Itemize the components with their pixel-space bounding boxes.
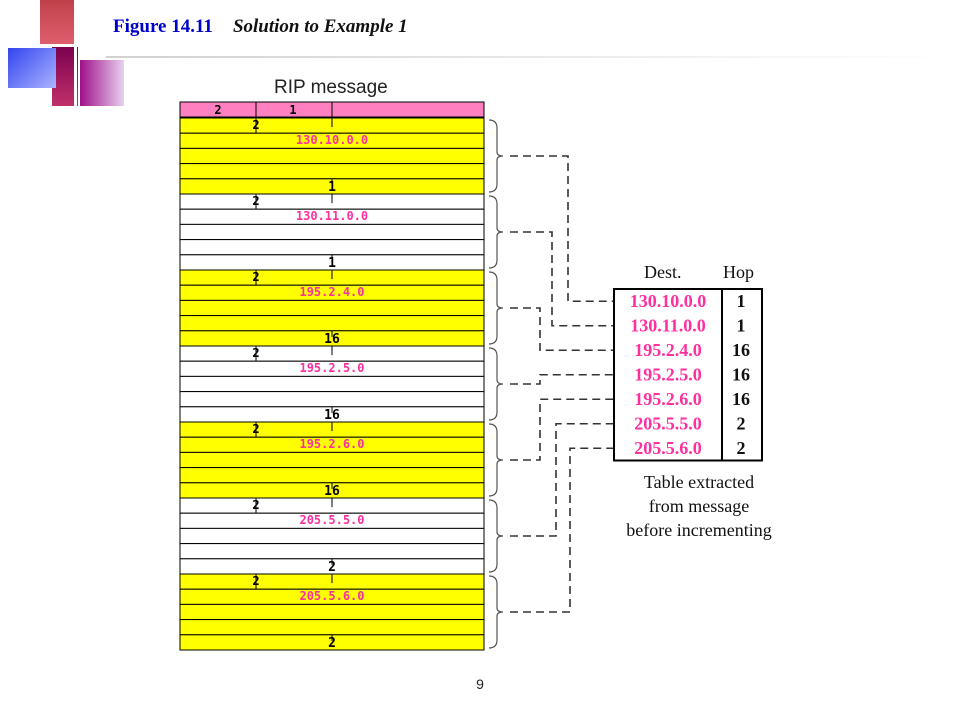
entry-family-value: 2 [252, 422, 259, 436]
entry-family-value: 2 [252, 498, 259, 512]
title-divider [106, 56, 960, 58]
entry-row [179, 543, 485, 560]
entry-metric-value: 16 [324, 332, 340, 347]
table-hop-cell: 16 [732, 365, 750, 385]
dashed-leader-line [510, 155, 614, 303]
entry-metric-value: 1 [328, 256, 336, 271]
table-hop-cell: 16 [732, 340, 750, 360]
entry-metric-value: 16 [324, 484, 340, 499]
entry-metric-value: 2 [328, 560, 336, 575]
entry-address-value: 205.5.6.0 [299, 589, 364, 603]
rip-entry [179, 573, 485, 651]
table-hop-cell: 1 [737, 291, 746, 311]
dashed-leader-line [510, 422, 614, 537]
entry-metric-value: 2 [328, 636, 336, 651]
rip-message-label: RIP message [274, 77, 388, 98]
entry-family-value: 2 [252, 270, 259, 284]
caption-line: Table extracted [643, 472, 755, 492]
dashed-leader-line [510, 373, 614, 385]
table-dest-cell: 205.5.5.0 [634, 414, 702, 434]
entry-brace [488, 423, 504, 497]
rip-entry [179, 193, 485, 271]
entry-address-value: 195.2.6.0 [299, 437, 364, 451]
decor-magenta-block [80, 60, 124, 106]
entry-row [179, 527, 485, 545]
entry-brace [488, 575, 504, 649]
entry-brace [488, 119, 504, 193]
entry-brace [488, 271, 504, 345]
entry-row [179, 299, 485, 317]
dashed-leader-line [510, 307, 614, 352]
entry-row [179, 223, 485, 241]
entry-row [179, 603, 485, 621]
entry-row [179, 147, 485, 165]
entry-brace [488, 195, 504, 269]
entry-row [179, 619, 485, 636]
figure-number: Figure 14.11 [113, 16, 213, 37]
entry-row [179, 239, 485, 256]
caption-line: before incrementing [626, 520, 772, 540]
entry-address-value: 130.10.0.0 [296, 133, 368, 147]
entry-row [179, 375, 485, 393]
rip-entry [179, 497, 485, 575]
decor-white-line-h [0, 44, 130, 47]
table-hop-cell: 2 [737, 438, 746, 458]
entry-row [179, 467, 485, 484]
rip-entry [179, 421, 485, 499]
entry-family-value: 2 [252, 346, 259, 360]
entry-row [179, 451, 485, 469]
table-dest-cell: 130.11.0.0 [630, 316, 706, 336]
entry-address-value: 205.5.5.0 [299, 513, 364, 527]
entry-family-value: 2 [252, 194, 259, 208]
entry-row [179, 163, 485, 180]
decor-white-line-v [74, 0, 77, 110]
entry-row [179, 315, 485, 332]
rip-entry [179, 269, 485, 347]
table-dest-cell: 205.5.6.0 [634, 438, 702, 458]
entry-row [179, 391, 485, 408]
table-hop-cell: 1 [737, 316, 746, 336]
entry-metric-value: 1 [328, 180, 336, 195]
extracted-table-border [613, 288, 763, 462]
entry-brace [488, 499, 504, 573]
entry-brace [488, 347, 504, 421]
entry-address-value: 195.2.5.0 [299, 361, 364, 375]
entry-family-value: 2 [252, 574, 259, 588]
slide-decoration [0, 0, 130, 110]
table-dest-cell: 130.10.0.0 [630, 291, 707, 311]
dest-column-header: Dest. [644, 262, 682, 282]
entry-address-value: 130.11.0.0 [296, 209, 368, 223]
decor-purple-bar [52, 46, 78, 106]
table-dest-cell: 195.2.5.0 [634, 365, 702, 385]
table-dest-cell: 195.2.6.0 [634, 389, 702, 409]
entry-address-value: 195.2.4.0 [299, 285, 364, 299]
figure-title: Figure 14.11 Solution to Example 1 [113, 16, 408, 38]
dashed-leader-line [510, 231, 614, 327]
header-command-value: 2 [214, 103, 221, 117]
table-hop-cell: 2 [737, 414, 746, 434]
header-version-value: 1 [289, 103, 296, 117]
table-dest-cell: 195.2.4.0 [634, 340, 702, 360]
dashed-leader-line [510, 398, 614, 461]
dashed-leader-line [510, 447, 614, 613]
figure-caption: Solution to Example 1 [232, 16, 408, 37]
decor-red-block [40, 0, 76, 46]
entry-metric-value: 16 [324, 408, 340, 423]
table-hop-cell: 16 [732, 389, 750, 409]
entry-family-value: 2 [252, 118, 259, 132]
hop-column-header: Hop [723, 262, 754, 282]
caption-line: from message [648, 496, 750, 516]
page-number: 9 [476, 676, 484, 692]
table-caption: Table extracted from message before incr… [589, 470, 809, 542]
decor-blue-block [8, 48, 56, 88]
rip-entry [179, 345, 485, 423]
